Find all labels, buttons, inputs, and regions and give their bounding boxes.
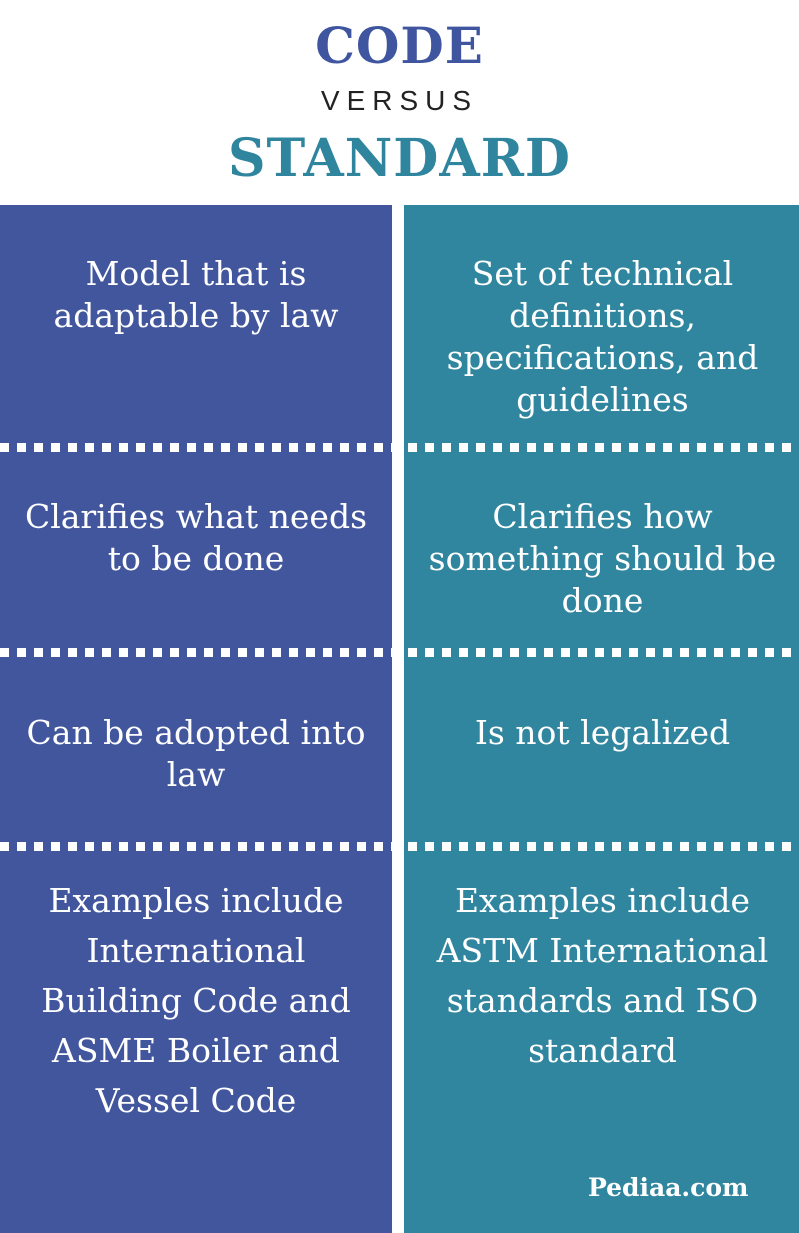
code-column xyxy=(0,205,392,1233)
standard-cell-definition: Set of technical definitions, specificat… xyxy=(420,253,785,421)
title-versus: VERSUS xyxy=(320,85,479,116)
code-purpose-text: Clarifies what needs to be done xyxy=(24,497,368,578)
standard-purpose-text: Clarifies how something should be done xyxy=(428,497,777,620)
title-standard: STANDARD xyxy=(227,128,572,189)
row-divider xyxy=(0,842,799,851)
standard-definition-text: Set of technical definitions, specificat… xyxy=(446,254,759,419)
brand-logo: Pediaa.com xyxy=(588,1173,749,1202)
code-cell-purpose: Clarifies what needs to be done xyxy=(20,496,372,580)
standard-cell-purpose: Clarifies how something should be done xyxy=(420,496,785,622)
code-definition-text: Model that is adaptable by law xyxy=(53,254,339,335)
row-divider xyxy=(0,443,799,452)
standard-examples-text: Examples include ASTM International stan… xyxy=(436,881,769,1070)
code-cell-definition: Model that is adaptable by law xyxy=(20,253,372,337)
standard-cell-examples: Examples include ASTM International stan… xyxy=(420,876,785,1076)
row-divider xyxy=(0,648,799,657)
code-cell-examples: Examples include International Building … xyxy=(20,876,372,1126)
code-examples-text: Examples include International Building … xyxy=(41,881,351,1120)
standard-legality-text: Is not legalized xyxy=(474,713,731,752)
standard-column xyxy=(404,205,799,1233)
header: CODE VERSUS STANDARD xyxy=(0,0,799,205)
code-legality-text: Can be adopted into law xyxy=(26,713,366,794)
standard-cell-legality: Is not legalized xyxy=(420,712,785,754)
code-cell-legality: Can be adopted into law xyxy=(20,712,372,796)
title-code: CODE xyxy=(315,16,484,75)
